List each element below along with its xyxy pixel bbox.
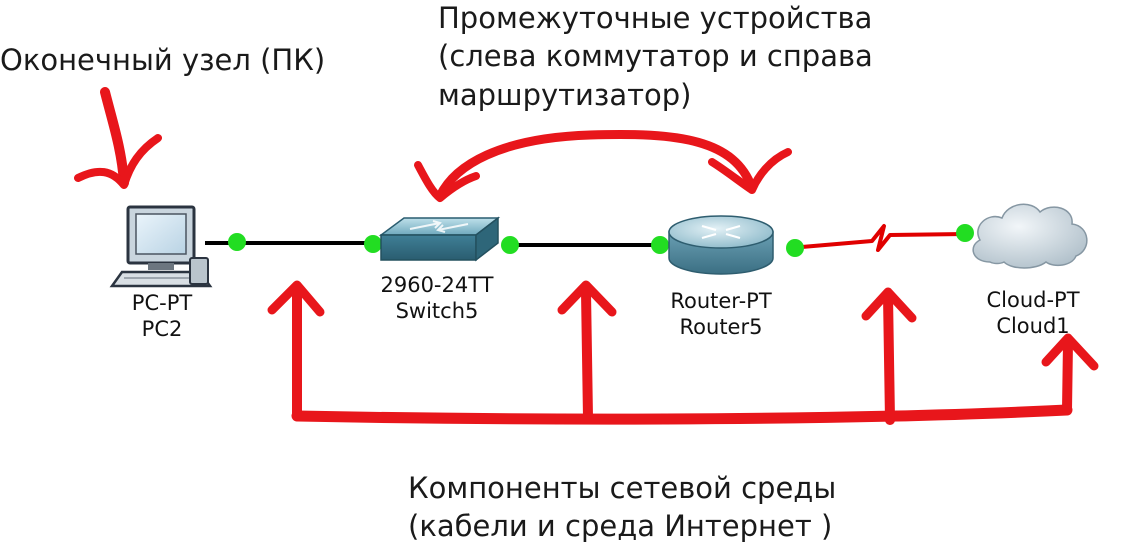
switch-model: 2960-24TT [380, 273, 494, 297]
cloud-name: Cloud1 [996, 314, 1070, 338]
router-name: Router5 [679, 315, 763, 339]
link-status-dot [786, 239, 804, 257]
network-media-annotation-line2: (кабели и среда Интернет ) [408, 509, 833, 543]
pc-name: PC2 [141, 317, 183, 341]
router-icon[interactable] [668, 215, 774, 275]
intermediate-devices-annotation-line2: (слева коммутатор и справа [438, 39, 873, 73]
link-router-cloud-serial [789, 224, 966, 252]
annotation-arrows [74, 87, 1099, 425]
pc-label: PC-PT PC2 [118, 290, 206, 342]
link-status-dot [956, 224, 974, 242]
switch-name: Switch5 [395, 299, 479, 323]
end-node-annotation: Оконечный узел (ПК) [0, 43, 326, 77]
pc-icon[interactable] [109, 205, 213, 288]
link-status-dot [651, 236, 669, 254]
intermediate-devices-annotation-line1: Промежуточные устройства [438, 1, 873, 35]
switch-icon[interactable] [378, 216, 501, 262]
network-media-annotation-line1: Компоненты сетевой среды [408, 471, 837, 505]
pc-model: PC-PT [131, 291, 193, 315]
cloud-icon[interactable] [972, 203, 1088, 269]
intermediate-devices-annotation-line3: маршрутизатор) [438, 78, 692, 112]
router-model: Router-PT [670, 289, 772, 313]
link-status-dot [364, 235, 382, 253]
switch-label: 2960-24TT Switch5 [372, 272, 502, 324]
cloud-label: Cloud-PT Cloud1 [968, 287, 1098, 339]
cloud-model: Cloud-PT [986, 288, 1080, 312]
link-status-dot [501, 236, 519, 254]
router-label: Router-PT Router5 [655, 288, 787, 340]
link-status-dot [228, 233, 246, 251]
